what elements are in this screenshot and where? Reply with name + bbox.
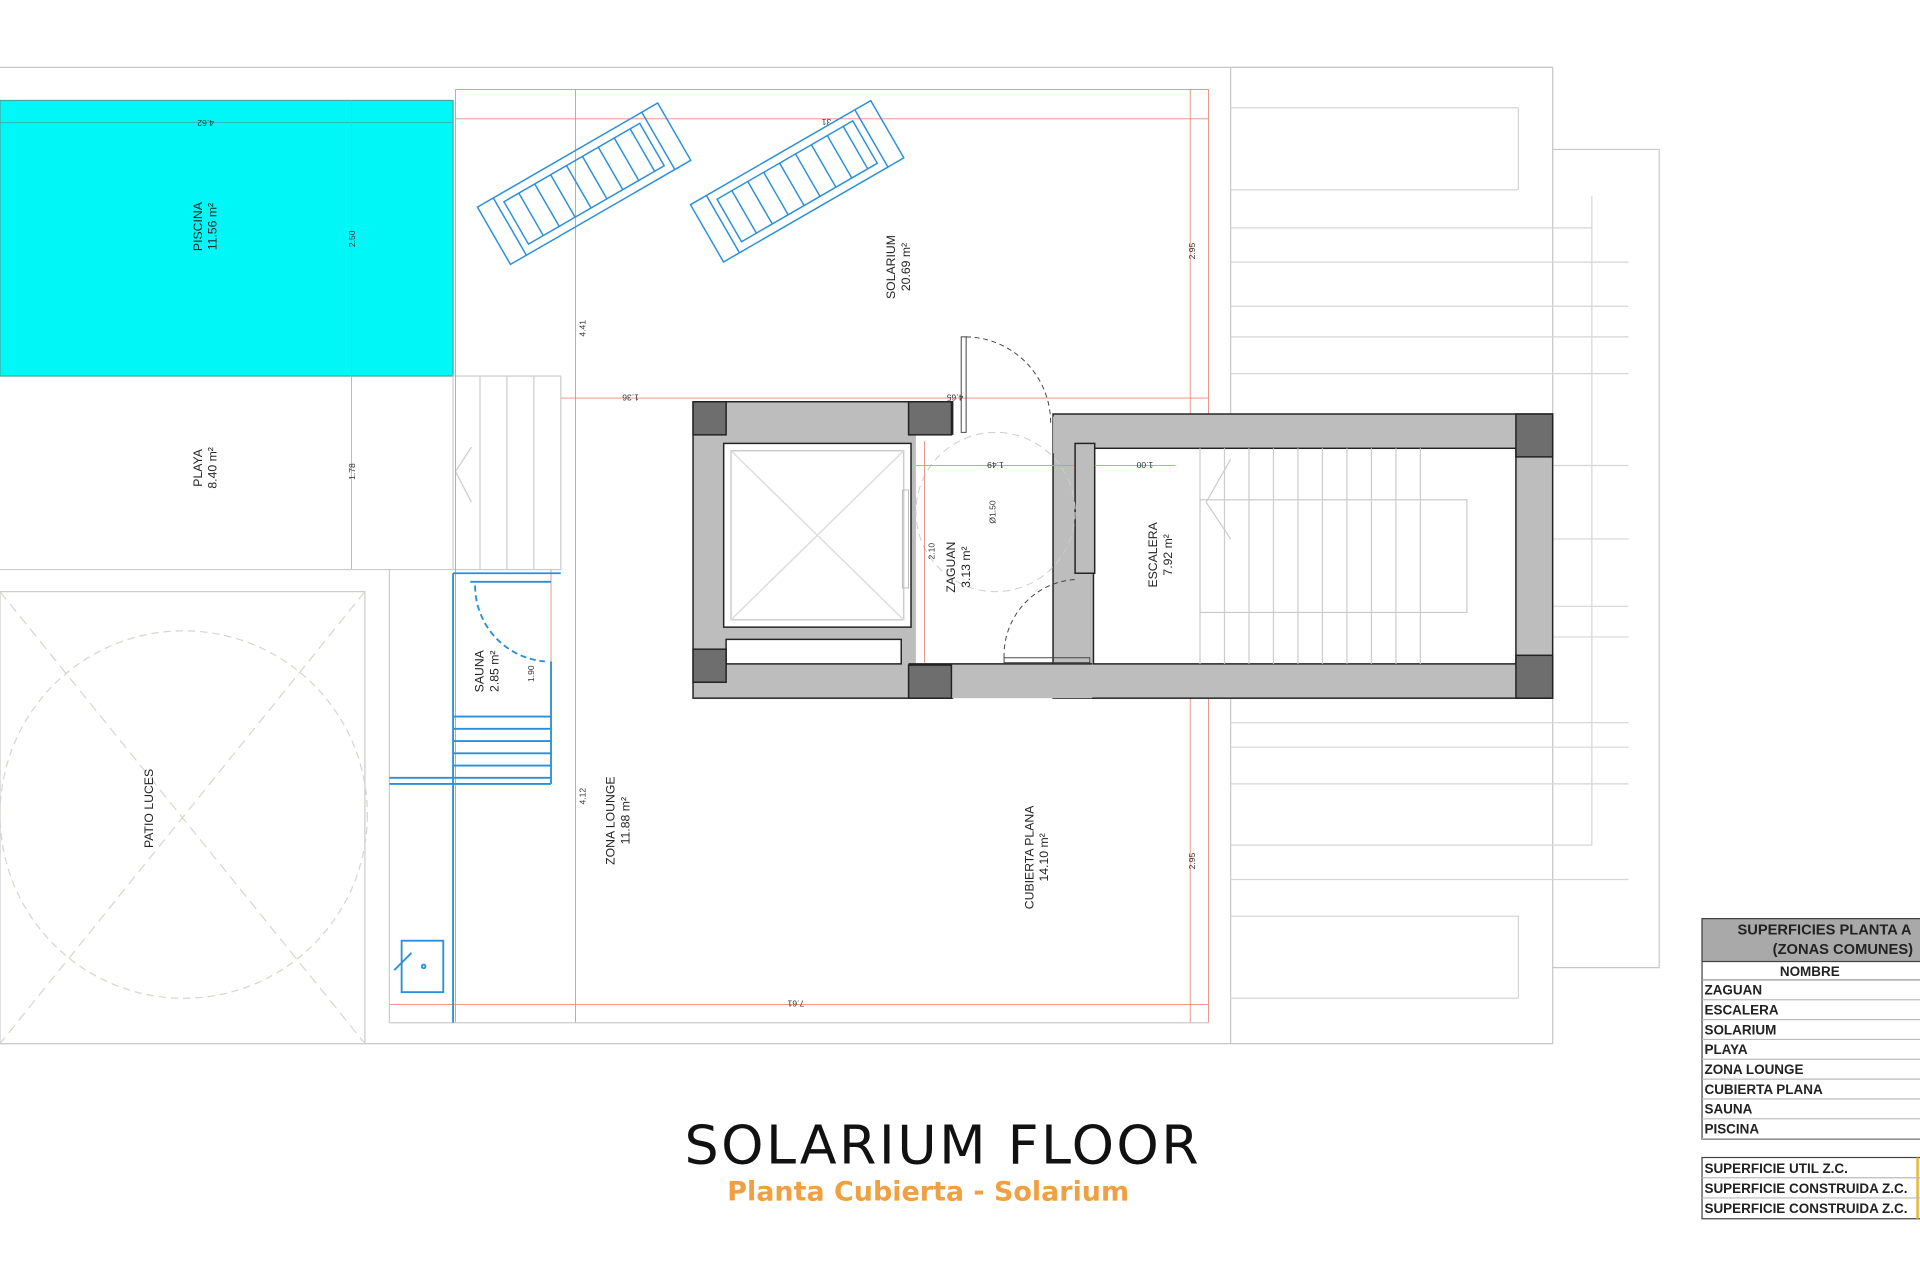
table-row: SAUNA xyxy=(1704,1102,1752,1117)
dim-escalera-width: 1.00 xyxy=(1136,460,1153,470)
dim-solarium-left: 4.41 xyxy=(577,320,587,337)
table-title: SUPERFICIES PLANTA A xyxy=(1737,923,1911,939)
dim-right-bottom: 2.95 xyxy=(1187,853,1197,870)
dim-right-top: 2.95 xyxy=(1187,243,1197,260)
dim-lounge-depth: 4.12 xyxy=(577,788,587,805)
room-label-solarium: SOLARIUM 20.69 m² xyxy=(884,235,913,299)
table-row: ZAGUAN xyxy=(1704,983,1762,998)
sun-lounger xyxy=(476,102,692,266)
dim-lounger: 31 xyxy=(822,117,832,127)
svg-text:CUBIERTA PLANA: CUBIERTA PLANA xyxy=(1022,805,1036,909)
dim-total-width: 7.61 xyxy=(787,999,804,1009)
sauna xyxy=(389,572,561,1023)
room-label-zaguan: ZAGUAN 3.13 m² xyxy=(944,542,973,593)
pool-steps xyxy=(452,375,562,571)
room-label-patio-luces: PATIO LUCES xyxy=(142,769,156,848)
svg-text:ZONA LOUNGE: ZONA LOUNGE xyxy=(604,776,618,864)
patio-luces xyxy=(0,591,368,1045)
dim-door: 4.65 xyxy=(947,392,964,402)
svg-text:20.69 m²: 20.69 m² xyxy=(899,243,913,291)
table-subtitle: (ZONAS COMUNES) xyxy=(1773,942,1913,958)
dim-pool-depth: 2.50 xyxy=(347,230,357,247)
table-row: ZONA LOUNGE xyxy=(1704,1062,1803,1077)
pool xyxy=(0,99,454,377)
doors xyxy=(901,336,1091,664)
room-label-sauna: SAUNA 2.85 m² xyxy=(473,649,502,692)
core-walls xyxy=(692,401,1554,699)
svg-text:11.88 m²: 11.88 m² xyxy=(618,797,632,844)
room-label-piscina: PISCINA 11.56 m² xyxy=(191,201,220,251)
core-dimension-lines xyxy=(915,440,1176,663)
dim-step: 1.36 xyxy=(622,392,639,402)
dim-sauna-depth: 1.90 xyxy=(526,665,536,682)
svg-text:PLAYA: PLAYA xyxy=(191,448,205,486)
table-row: ESCALERA xyxy=(1704,1002,1778,1017)
svg-text:11.56 m²: 11.56 m² xyxy=(206,203,220,250)
room-label-zona-lounge: ZONA LOUNGE 11.88 m² xyxy=(604,776,633,864)
svg-text:8.40 m²: 8.40 m² xyxy=(206,447,220,488)
svg-text:SAUNA: SAUNA xyxy=(473,649,487,692)
svg-text:ZAGUAN: ZAGUAN xyxy=(944,542,958,593)
sun-lounger xyxy=(689,99,905,263)
staircase xyxy=(1199,448,1468,664)
table-column-header: NOMBRE xyxy=(1780,964,1840,979)
dim-playa-depth: 1.78 xyxy=(347,463,357,480)
building-outline xyxy=(0,66,1660,1045)
svg-text:ESCALERA: ESCALERA xyxy=(1146,521,1160,587)
svg-text:2.85 m²: 2.85 m² xyxy=(487,650,501,691)
dim-zaguan-width: 1.49 xyxy=(987,460,1004,470)
svg-text:14.10 m²: 14.10 m² xyxy=(1037,833,1051,881)
room-label-cubierta-plana: CUBIERTA PLANA 14.10 m² xyxy=(1022,805,1051,909)
plan-title: SOLARIUM FLOOR xyxy=(685,1114,1202,1177)
summary-row: SUPERFICIE CONSTRUIDA Z.C. xyxy=(1704,1181,1907,1196)
turning-circle-label: Ø1.50 xyxy=(988,500,998,524)
summary-row: SUPERFICIE CONSTRUIDA Z.C. xyxy=(1704,1201,1907,1216)
room-label-escalera: ESCALERA 7.92 m² xyxy=(1146,521,1175,587)
table-row: SOLARIUM xyxy=(1704,1022,1776,1037)
table-row: PISCINA xyxy=(1704,1122,1759,1137)
dim-zaguan-depth: 2.10 xyxy=(926,543,936,560)
summary-row: SUPERFICIE UTIL Z.C. xyxy=(1704,1161,1847,1176)
dim-pool-width: 4.62 xyxy=(197,118,214,128)
svg-text:7.92 m²: 7.92 m² xyxy=(1161,534,1175,575)
svg-text:PISCINA: PISCINA xyxy=(191,201,205,251)
table-row: CUBIERTA PLANA xyxy=(1704,1082,1822,1097)
plan-subtitle: Planta Cubierta - Solarium xyxy=(727,1176,1129,1207)
svg-text:3.13 m²: 3.13 m² xyxy=(959,546,973,587)
svg-text:PATIO LUCES: PATIO LUCES xyxy=(142,769,156,848)
room-label-playa: PLAYA 8.40 m² xyxy=(191,447,220,488)
surfaces-table: SUPERFICIES PLANTA A (ZONAS COMUNES) NOM… xyxy=(1701,918,1920,1220)
svg-text:SOLARIUM: SOLARIUM xyxy=(884,235,898,299)
table-row: PLAYA xyxy=(1704,1042,1747,1057)
